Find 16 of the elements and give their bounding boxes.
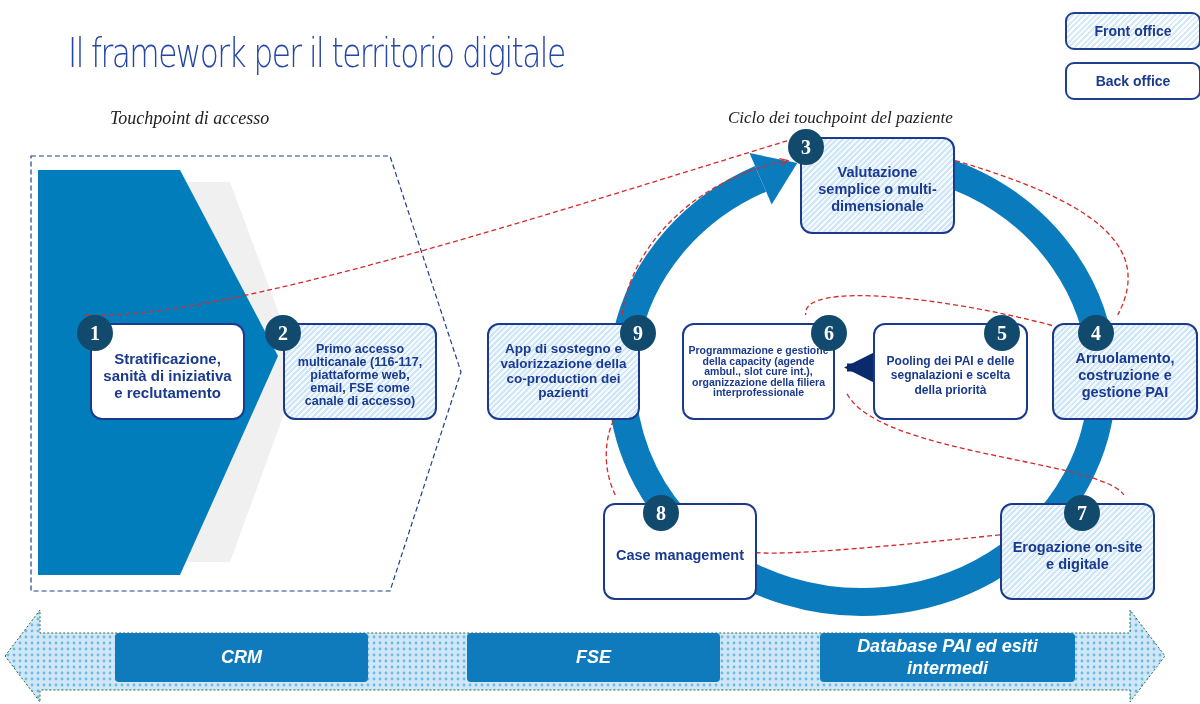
number-badge: 3	[788, 129, 824, 165]
system-label: CRM	[115, 633, 368, 682]
number-badge: 5	[984, 315, 1020, 351]
dashed-connector	[846, 393, 1125, 496]
section-heading: Touchpoint di accesso	[110, 108, 270, 129]
dashed-connector	[605, 419, 616, 496]
dashed-connector	[756, 534, 1001, 554]
legend-box: Back office	[1065, 62, 1200, 100]
system-label: FSE	[467, 633, 720, 682]
section-heading: Ciclo dei touchpoint del paziente	[728, 108, 953, 128]
system-label: Database PAI ed esiti intermedi	[820, 633, 1075, 682]
legend-box: Front office	[1065, 12, 1200, 50]
diagram-title: Il framework per il territorio digitale	[68, 30, 565, 76]
dashed-connector	[954, 159, 1129, 316]
dashed-connector	[621, 158, 789, 316]
dashed-connector	[805, 295, 1053, 327]
